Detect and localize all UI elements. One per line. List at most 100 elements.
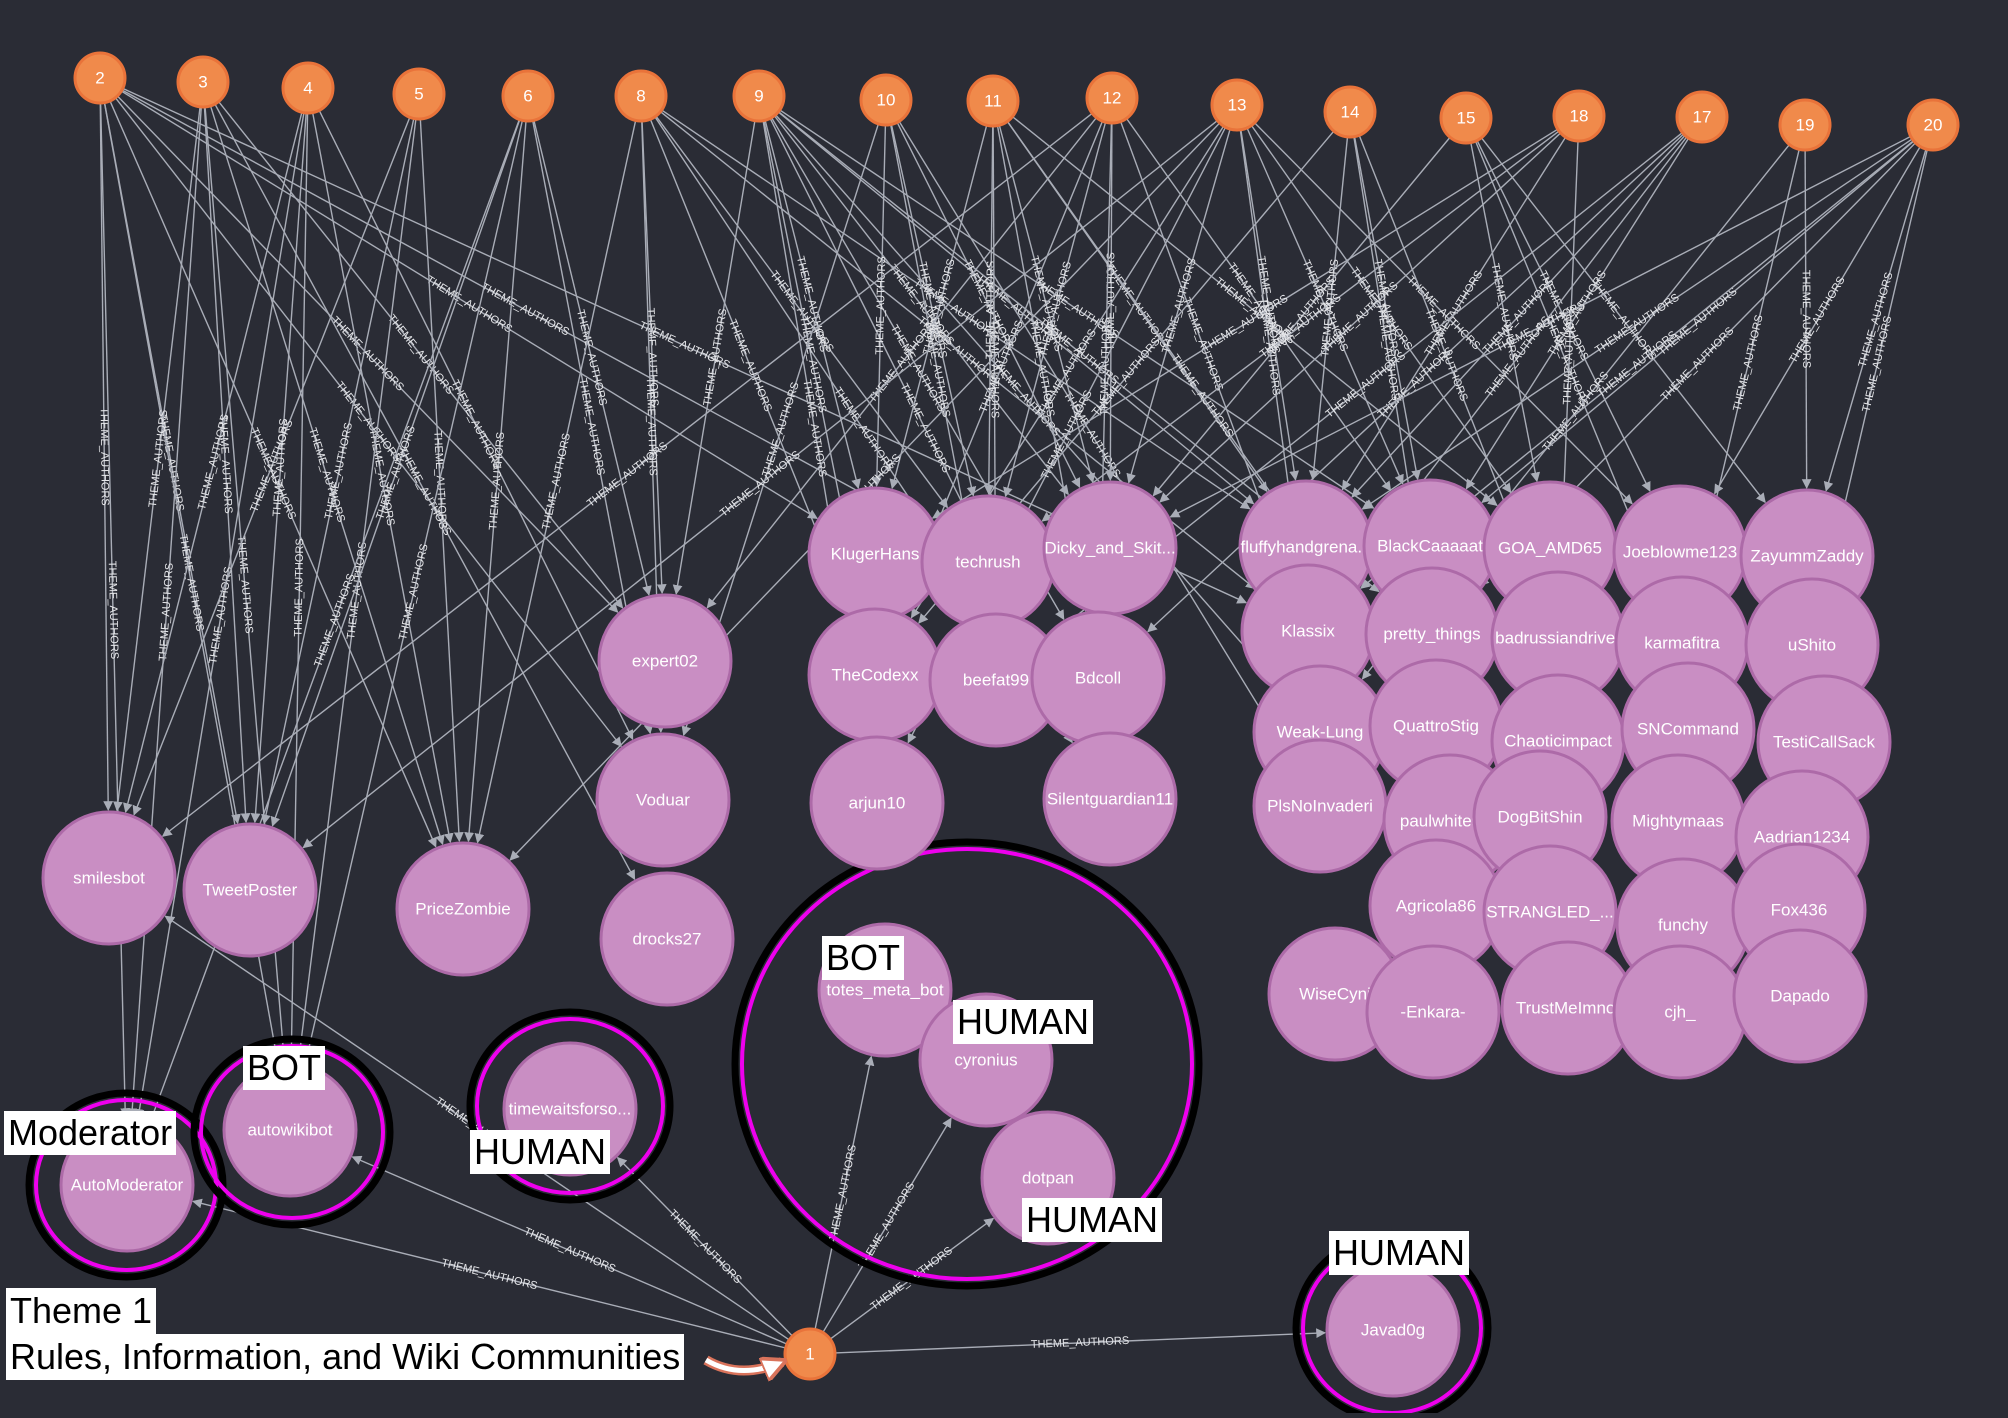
theme-node-20[interactable]: 20 [1906, 98, 1960, 152]
author-node-label: totes_meta_bot [826, 981, 943, 1000]
author-node-badrussiandriver[interactable]: badrussiandriver [1490, 570, 1626, 706]
bot-callout-totes-meta-bot: BOT [822, 936, 905, 980]
author-node-beefat99[interactable]: beefat99 [928, 612, 1064, 748]
edge-t12-Klassix [1119, 121, 1287, 569]
author-node-label: ZayummZaddy [1750, 547, 1864, 566]
author-node-expert02[interactable]: expert02 [597, 593, 733, 729]
author-node-drocks27[interactable]: drocks27 [599, 871, 735, 1007]
author-node-Javad0g[interactable]: Javad0g [1325, 1262, 1461, 1398]
author-node-Bdcoll[interactable]: Bdcoll [1030, 610, 1166, 746]
theme-caption-title: Theme 1 [6, 1288, 157, 1334]
author-node-cjh_[interactable]: cjh_ [1612, 944, 1748, 1080]
edge-label: THEME_AUTHORS [235, 535, 255, 634]
theme-node-17[interactable]: 17 [1675, 90, 1729, 144]
author-node-PriceZombie[interactable]: PriceZombie [395, 841, 531, 977]
author-node-label: fluffyhandgrena... [1240, 538, 1371, 557]
edge-t4-TweetPoster [250, 112, 307, 824]
edge-t17-fluffy [1351, 134, 1686, 498]
edge-t2-smilesbot [99, 102, 114, 811]
theme-node-11[interactable]: 11 [966, 74, 1020, 128]
author-node-label: -Enkara- [1400, 1003, 1465, 1022]
author-node-arjun10[interactable]: arjun10 [809, 735, 945, 871]
theme-node-10[interactable]: 10 [859, 73, 913, 127]
edge-t17-Bdcoll [1147, 133, 1685, 633]
edge-t1-Javad0g [834, 1328, 1327, 1354]
theme-node-label: 18 [1570, 107, 1589, 126]
author-node-Voduar[interactable]: Voduar [595, 732, 731, 868]
edge-t20-Joeblowme123 [1714, 146, 1921, 495]
edge-t13-TweetPoster [302, 120, 1218, 849]
author-node-label: beefat99 [963, 671, 1029, 690]
author-node-TheCodexx[interactable]: TheCodexx [807, 607, 943, 743]
author-node-label: QuattroStig [1393, 717, 1479, 736]
theme-node-14[interactable]: 14 [1323, 85, 1377, 139]
author-node-TweetPoster[interactable]: TweetPoster [182, 822, 318, 958]
author-node-label: dotpan [1022, 1169, 1074, 1188]
author-node-label: KlugerHans [831, 545, 920, 564]
edge-t18-fluffy [1341, 136, 1567, 491]
author-node-label: DogBitShin [1497, 808, 1582, 827]
theme-node-label: 3 [198, 73, 207, 92]
edge-t5-autowikibot [294, 118, 417, 1064]
theme-node-3[interactable]: 3 [176, 55, 230, 109]
edge-t9-BlackCaaaaat [779, 109, 1375, 509]
edge-t13-Dicky [1126, 128, 1231, 484]
edge-t11-GOA_AMD65 [1012, 116, 1498, 507]
edge-t10-techrush [890, 124, 977, 497]
edge-label: THEME_AUTHORS [874, 256, 888, 355]
edge-t20-BlackCaaaaat [1481, 140, 1915, 503]
author-node-label: Chaoticimpact [1504, 732, 1612, 751]
edge-label: THEME_AUTHORS [98, 407, 111, 506]
edge-t15-GOA_AMD65 [1470, 142, 1541, 483]
edge-label: THEME_AUTHORS [479, 281, 571, 339]
edge-t3-TweetPoster [203, 106, 251, 824]
edge-t15-karmafitra [1474, 140, 1658, 582]
theme-node-label: 15 [1457, 109, 1476, 128]
theme-node-8[interactable]: 8 [614, 69, 668, 123]
edge-t4-PriceZombie [311, 112, 454, 844]
theme-node-label: 1 [805, 1345, 814, 1364]
edge-t6-PriceZombie [464, 120, 527, 843]
edge-t20-Dicky [1169, 135, 1912, 518]
author-node-techrush[interactable]: techrush [920, 494, 1056, 630]
theme-node-13[interactable]: 13 [1210, 78, 1264, 132]
author-node-label: Mightymaas [1632, 812, 1724, 831]
edge-t3-drocks27 [214, 103, 636, 881]
theme-node-19[interactable]: 19 [1778, 98, 1832, 152]
author-node-Enkara[interactable]: -Enkara- [1365, 944, 1501, 1080]
theme-node-label: 14 [1341, 103, 1360, 122]
theme-node-label: 13 [1228, 96, 1247, 115]
theme-node-18[interactable]: 18 [1552, 89, 1606, 143]
theme-node-9[interactable]: 9 [732, 69, 786, 123]
edge-t8-expert02 [641, 120, 667, 595]
author-node-Silentguardian11[interactable]: Silentguardian11 [1042, 731, 1178, 867]
author-node-Mightymaas[interactable]: Mightymaas [1610, 753, 1746, 889]
edge-t12-BlackCaaaaat [1125, 117, 1392, 492]
theme-node-label: 19 [1796, 116, 1815, 135]
theme-node-label: 17 [1693, 108, 1712, 127]
edge-label: THEME_AUTHORS [1031, 1335, 1130, 1351]
theme-node-4[interactable]: 4 [281, 61, 335, 115]
author-node-label: drocks27 [633, 930, 702, 949]
theme-node-1[interactable]: 1 [783, 1327, 837, 1381]
theme-node-12[interactable]: 12 [1085, 71, 1139, 125]
theme-node-15[interactable]: 15 [1439, 91, 1493, 145]
author-node-Dicky[interactable]: Dicky_and_Skit... [1042, 480, 1178, 616]
edge-t15-Dicky [1152, 136, 1451, 497]
theme-node-5[interactable]: 5 [392, 67, 446, 121]
author-node-label: badrussiandriver [1495, 629, 1621, 648]
author-node-TrustMeImnot[interactable]: TrustMeImnot [1500, 940, 1636, 1076]
author-node-PlsNoInvaderi[interactable]: PlsNoInvaderi [1252, 738, 1388, 874]
edge-label: THEME_AUTHORS [1787, 275, 1847, 366]
edge-t2-Voduar [114, 97, 622, 748]
author-node-Dapado[interactable]: Dapado [1732, 928, 1868, 1064]
author-node-label: arjun10 [849, 794, 906, 813]
author-node-smilesbot[interactable]: smilesbot [41, 810, 177, 946]
theme-node-label: 10 [877, 91, 896, 110]
theme-node-2[interactable]: 2 [73, 51, 127, 105]
theme-node-6[interactable]: 6 [501, 69, 555, 123]
human-callout-cyronius: HUMAN [953, 1000, 1093, 1044]
edge-t2-AutoModerator [99, 102, 131, 1118]
author-node-label: Weak-Lung [1277, 723, 1364, 742]
author-node-label: WiseCyni [1299, 985, 1371, 1004]
